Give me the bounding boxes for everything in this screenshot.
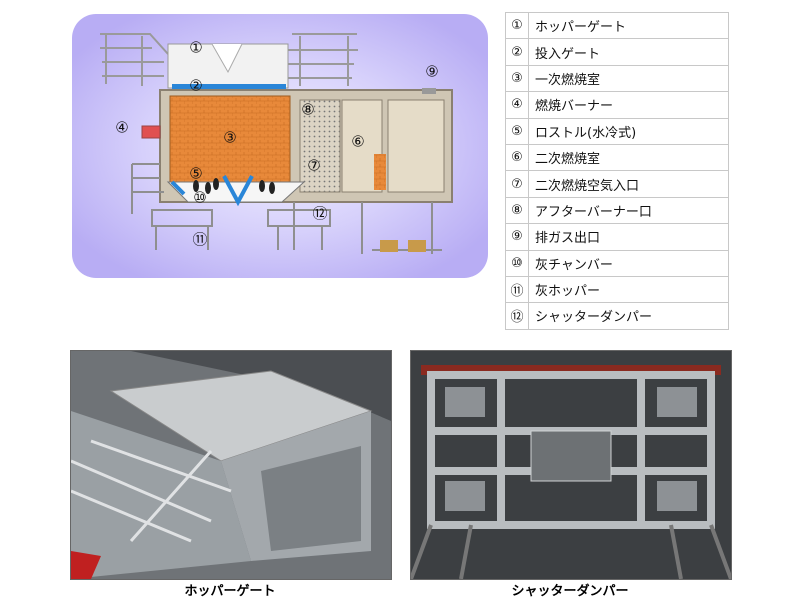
legend-label: 灰ホッパー <box>528 275 729 304</box>
legend-label: 燃焼バーナー <box>528 91 729 119</box>
photo-shutter-damper <box>410 350 732 580</box>
caption-hopper-gate: ホッパーゲート <box>184 584 276 599</box>
primary-chamber <box>169 95 291 183</box>
diagram-marker: ② <box>189 77 202 95</box>
diagram-marker: ① <box>189 39 202 57</box>
air-inlet-panel <box>299 99 341 193</box>
legend-label: 灰チャンバー <box>528 249 729 277</box>
legend-number: ① <box>505 11 529 40</box>
legend-number: ⑦ <box>505 170 529 198</box>
exhaust-outlet <box>422 88 436 94</box>
diagram-marker: ⑫ <box>312 205 327 223</box>
diagram-marker: ③ <box>223 129 236 147</box>
legend-label: アフターバーナー口 <box>528 196 729 225</box>
legend-label: シャッターダンパー <box>528 302 729 330</box>
legend-label: 排ガス出口 <box>528 223 729 251</box>
incinerator-cutaway-diagram: ① ② ③ ④ ⑤ ⑥ ⑦ ⑧ ⑨ ⑩ ⑪ ⑫ <box>72 14 488 278</box>
legend-label: ロストル(水冷式) <box>528 117 729 145</box>
legend-number: ⑤ <box>505 117 529 145</box>
hopper-chute <box>211 43 243 74</box>
legend-number: ② <box>505 38 529 66</box>
diagram-marker: ④ <box>115 119 128 137</box>
caption-shutter-damper: シャッターダンパー <box>511 584 629 599</box>
exhaust-chamber <box>387 99 445 193</box>
legend-label: 投入ゲート <box>528 38 729 66</box>
legend-number: ⑩ <box>505 249 529 277</box>
grate-area <box>166 175 306 207</box>
diagram-marker: ⑦ <box>307 157 320 175</box>
legend-number: ⑪ <box>505 275 529 304</box>
diagram-markers: ① ② ③ ④ ⑤ ⑥ ⑦ ⑧ ⑨ ⑩ ⑪ ⑫ <box>115 39 438 249</box>
legend-label: 一次燃焼室 <box>528 64 729 93</box>
secondary-brick <box>374 154 386 190</box>
diagram-marker: ⑤ <box>189 165 202 183</box>
legend-number: ⑥ <box>505 143 529 172</box>
burner-nozzle <box>141 125 161 139</box>
legend-number: ⑧ <box>505 196 529 225</box>
diagram-marker: ⑩ <box>193 189 206 207</box>
diagram-marker: ⑪ <box>192 231 207 249</box>
legend-number: ⑨ <box>505 223 529 251</box>
diagram-marker: ⑨ <box>425 63 438 81</box>
legend-label: 二次燃焼室 <box>528 143 729 172</box>
hopper-frame <box>100 33 358 86</box>
legend-label: ホッパーゲート <box>528 11 729 40</box>
photo-hopper-gate <box>70 350 392 580</box>
diagram-marker: ⑧ <box>301 101 314 119</box>
support-structure <box>131 163 442 254</box>
legend-number: ③ <box>505 64 529 93</box>
legend-number: ④ <box>505 91 529 119</box>
legend-label: 二次燃焼空気入口 <box>528 170 729 198</box>
base-feet <box>380 240 426 252</box>
legend-number: ⑫ <box>505 302 529 330</box>
charging-gate-blue <box>172 84 286 90</box>
diagram-marker: ⑥ <box>351 133 364 151</box>
